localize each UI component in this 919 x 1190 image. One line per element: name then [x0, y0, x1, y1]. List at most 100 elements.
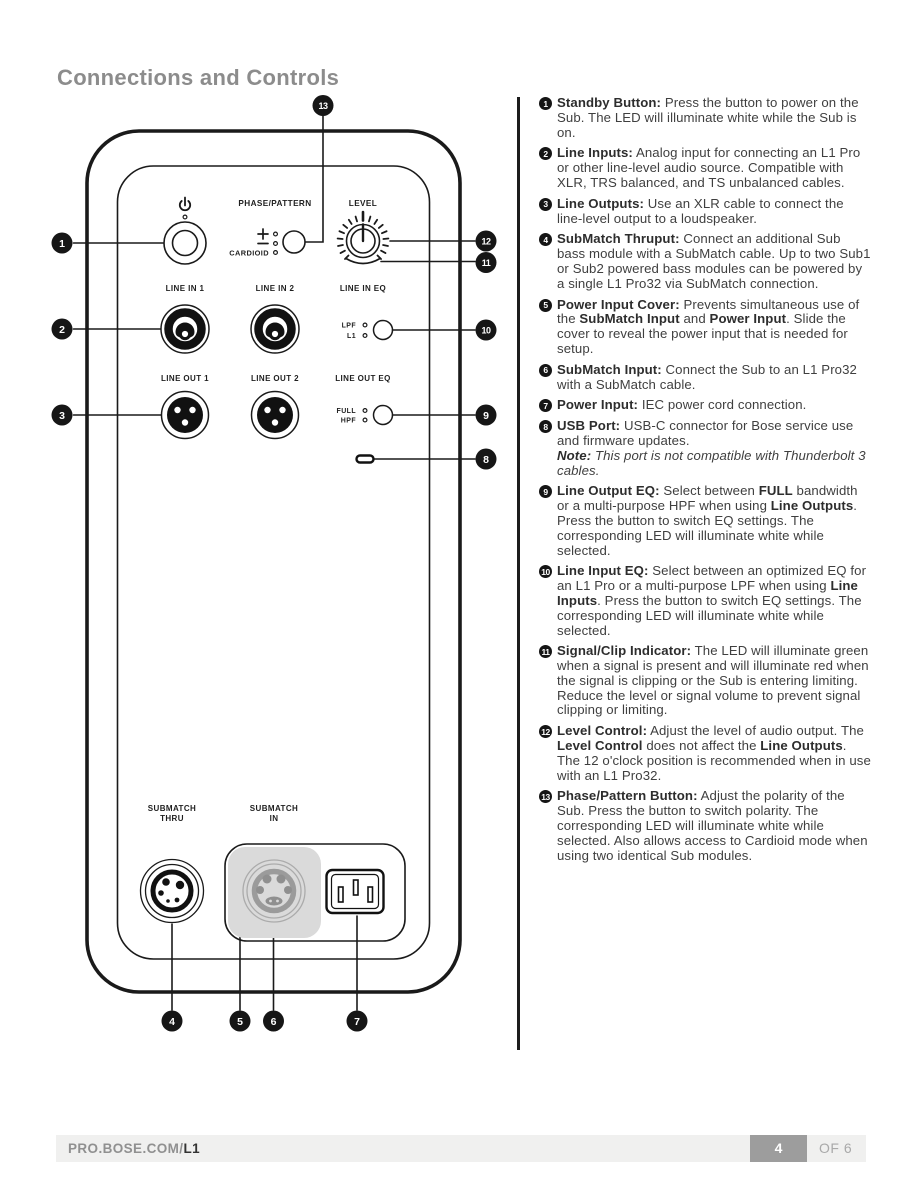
footer-site-link: PRO.BOSE.COM/L1 [68, 1135, 200, 1162]
legend-item-9: 9 Line Output EQ: Select between FULL ban… [539, 483, 871, 558]
line-out-2-label: LINE OUT 2 [251, 374, 299, 383]
line-out-2-jack [250, 390, 300, 440]
line-out-eq-control: FULL HPF [337, 404, 394, 426]
line-out-eq-label: LINE OUT EQ [335, 374, 391, 383]
footer-site-product: L1 [183, 1141, 201, 1156]
item-number-badge: 12 [539, 725, 552, 739]
item-description: Standby Button: Press the button to powe… [557, 95, 859, 140]
item-description: USB Port: USB-C connector for Bose servi… [557, 418, 866, 478]
item-number-badge: 11 [539, 645, 552, 659]
line-out-1-jack [160, 390, 210, 440]
polarity-plus-icon [257, 228, 269, 240]
cardioid-label: CARDIOID [229, 249, 269, 258]
callout-badge-10: 10 [475, 319, 497, 341]
submatch-thru-label-2: THRU [160, 814, 184, 823]
line-in-eq-label: LINE IN EQ [340, 284, 386, 293]
legend-item-5: 5 Power Input Cover: Prevents simultaneou… [539, 296, 871, 357]
item-number-badge: 9 [539, 485, 552, 499]
submatch-thru-connector [139, 858, 205, 924]
svg-text:5: 5 [237, 1016, 243, 1028]
submatch-in-connector [242, 859, 306, 923]
item-number-badge: 3 [539, 197, 552, 211]
level-label: LEVEL [349, 199, 377, 208]
legend-item-7: 7 Power Input: IEC power cord connection. [539, 397, 871, 413]
line-out-eq-button [372, 404, 394, 426]
power-icon [178, 196, 192, 212]
svg-text:6: 6 [271, 1016, 277, 1028]
svg-text:4: 4 [169, 1016, 175, 1028]
item-number-badge: 5 [539, 298, 552, 312]
legend-item-8: 8 USB Port: USB-C connector for Bose serv… [539, 418, 871, 478]
item-number-badge: 8 [539, 420, 552, 434]
standby-button [163, 196, 207, 265]
legend-item-11: 11 Signal/Clip Indicator: The LED will il… [539, 643, 871, 718]
item-description: Line Output EQ: Select between FULL band… [557, 483, 858, 558]
item-description: SubMatch Input: Connect the Sub to an L1… [557, 361, 857, 392]
item-number-badge: 2 [539, 147, 552, 161]
hpf-label: HPF [341, 418, 357, 425]
callout-badge-1: 1 [51, 232, 73, 254]
callout-badge-4: 4 [161, 1010, 183, 1032]
legend-item-12: 12 Level Control: Adjust the level of aud… [539, 723, 871, 783]
legend-list: 1 Standby Button: Press the button to pow… [539, 95, 871, 869]
item-number-badge: 7 [539, 399, 552, 413]
svg-text:3: 3 [59, 410, 65, 422]
full-led [362, 408, 368, 414]
legend-item-13: 13 Phase/Pattern Button: Adjust the polar… [539, 789, 871, 863]
level-control: LEVEL [336, 199, 390, 265]
svg-text:13: 13 [318, 101, 328, 111]
callout-badge-3: 3 [51, 404, 73, 426]
standby-led [182, 214, 188, 220]
item-description: Phase/Pattern Button: Adjust the polarit… [557, 788, 868, 863]
callout-badge-12: 12 [475, 230, 497, 252]
full-label: FULL [337, 408, 357, 415]
svg-text:1: 1 [59, 238, 65, 250]
l1-label: L1 [347, 333, 356, 340]
legend-item-2: 2 Line Inputs: Analog input for connectin… [539, 145, 871, 190]
usb-c-port [355, 454, 375, 464]
item-number-badge: 1 [539, 97, 552, 110]
callout-badge-9: 9 [475, 404, 497, 426]
item-description: Level Control: Adjust the level of audio… [557, 723, 871, 783]
svg-text:11: 11 [482, 258, 491, 268]
callout-badge-5: 5 [229, 1010, 251, 1032]
item-description: Line Inputs: Analog input for connecting… [557, 145, 861, 190]
iec-power-inlet [325, 868, 385, 915]
item-description: Line Outputs: Use an XLR cable to connec… [557, 195, 844, 226]
lpf-label: LPF [342, 323, 357, 330]
signal-clip-indicator [345, 257, 381, 265]
lpf-led [362, 322, 368, 328]
item-description: Signal/Clip Indicator: The LED will illu… [557, 643, 869, 718]
footer-bar: PRO.BOSE.COM/L1 4 OF 6 [56, 1135, 866, 1162]
column-divider [517, 97, 520, 1050]
hpf-led [362, 417, 368, 423]
callout-badge-11: 11 [475, 252, 497, 273]
legend-item-1: 1 Standby Button: Press the button to pow… [539, 95, 871, 140]
line-in-eq-control: LPF L1 [342, 319, 394, 341]
svg-text:8: 8 [483, 454, 489, 466]
line-in-1-label: LINE IN 1 [166, 284, 205, 293]
svg-text:10: 10 [481, 326, 491, 336]
item-description: Power Input Cover: Prevents simultaneous… [557, 296, 860, 356]
line-out-1-label: LINE OUT 1 [161, 374, 209, 383]
item-description: Power Input: IEC power cord connection. [557, 397, 807, 413]
item-number-badge: 10 [539, 565, 552, 579]
callout-badge-6: 6 [263, 1010, 284, 1032]
phase-leds [273, 231, 279, 256]
legend-item-3: 3 Line Outputs: Use an XLR cable to conne… [539, 195, 871, 227]
sub-rear-panel-diagram: PHASE/PATTERN CARDIOID LEVEL LINE IN 1 L… [51, 95, 497, 1032]
svg-text:9: 9 [483, 410, 489, 422]
power-input-area [224, 843, 406, 942]
phase-pattern-button [282, 230, 306, 254]
svg-text:12: 12 [481, 237, 491, 247]
line-in-eq-button [372, 319, 394, 341]
l1-led [362, 333, 368, 339]
phase-pattern-section: PHASE/PATTERN CARDIOID [229, 199, 311, 258]
line-in-2-jack [250, 304, 300, 354]
item-number-badge: 13 [539, 790, 552, 804]
callout-badge-8: 8 [475, 448, 497, 470]
submatch-in-label-1: SUBMATCH [250, 804, 298, 813]
